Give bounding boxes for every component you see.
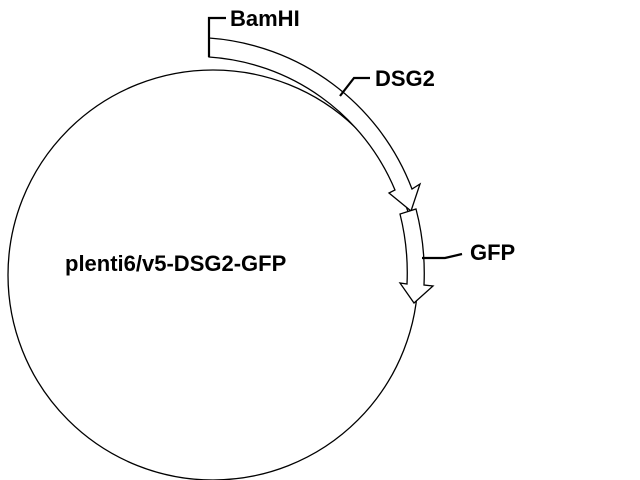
bamhi-leader-line: [207, 16, 226, 57]
dsg2-leader-line: [339, 76, 370, 97]
plasmid-name-label: plenti6/v5-DSG2-GFP: [65, 251, 286, 276]
dsg2-feature-arrow: [208, 37, 422, 213]
gfp-feature-arrow: [398, 208, 435, 304]
bamhi-label: BamHI: [230, 6, 300, 31]
dsg2-label: DSG2: [375, 66, 435, 91]
gfp-label: GFP: [470, 240, 515, 265]
gfp-leader-line: [422, 252, 463, 260]
